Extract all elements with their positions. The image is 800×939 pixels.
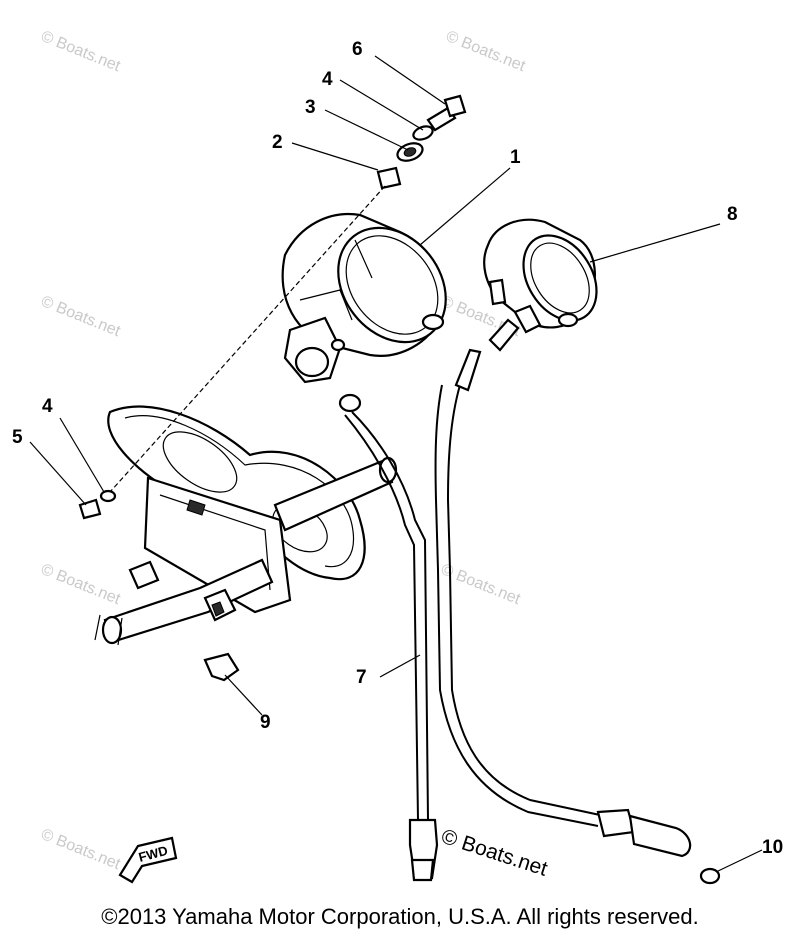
callout-9: 9 — [260, 712, 271, 733]
callout-8: 8 — [727, 204, 738, 225]
watermarks: © Boats.net © Boats.net © Boats.net © Bo… — [39, 28, 529, 873]
fwd-arrow: FWD — [118, 836, 178, 884]
watermark: © Boats.net — [444, 28, 529, 75]
steering-bracket-drawing — [94, 405, 398, 646]
leader-lines — [29, 55, 763, 873]
speedometer-cable-drawing — [338, 393, 439, 882]
speedometer-drawing — [281, 212, 447, 384]
callout-4: 4 — [322, 69, 333, 90]
copyright-notice: ©2013 Yamaha Motor Corporation, U.S.A. A… — [101, 904, 699, 929]
callout-labels: 1 2 3 4 4 5 6 7 8 9 10 — [12, 39, 783, 858]
sensor-cable-drawing — [434, 318, 721, 885]
callout-7: 7 — [356, 667, 367, 688]
watermark: © Boats.net — [39, 28, 124, 75]
callout-3: 3 — [305, 97, 316, 118]
watermark: © Boats.net — [39, 293, 124, 340]
callout-2: 2 — [272, 132, 283, 153]
fwd-label: FWD — [137, 843, 169, 865]
callout-5: 5 — [12, 427, 23, 448]
hardware-drawing — [78, 94, 467, 520]
callout-6: 6 — [352, 39, 363, 60]
clip-drawing — [203, 652, 240, 682]
callout-1: 1 — [510, 147, 521, 168]
watermark: © Boats.net — [39, 826, 124, 873]
callout-10: 10 — [762, 837, 783, 858]
tachometer-drawing — [483, 218, 598, 334]
boats-net-watermark: © Boats.net — [438, 825, 550, 881]
watermark: © Boats.net — [39, 561, 124, 608]
callout-4: 4 — [42, 396, 53, 417]
